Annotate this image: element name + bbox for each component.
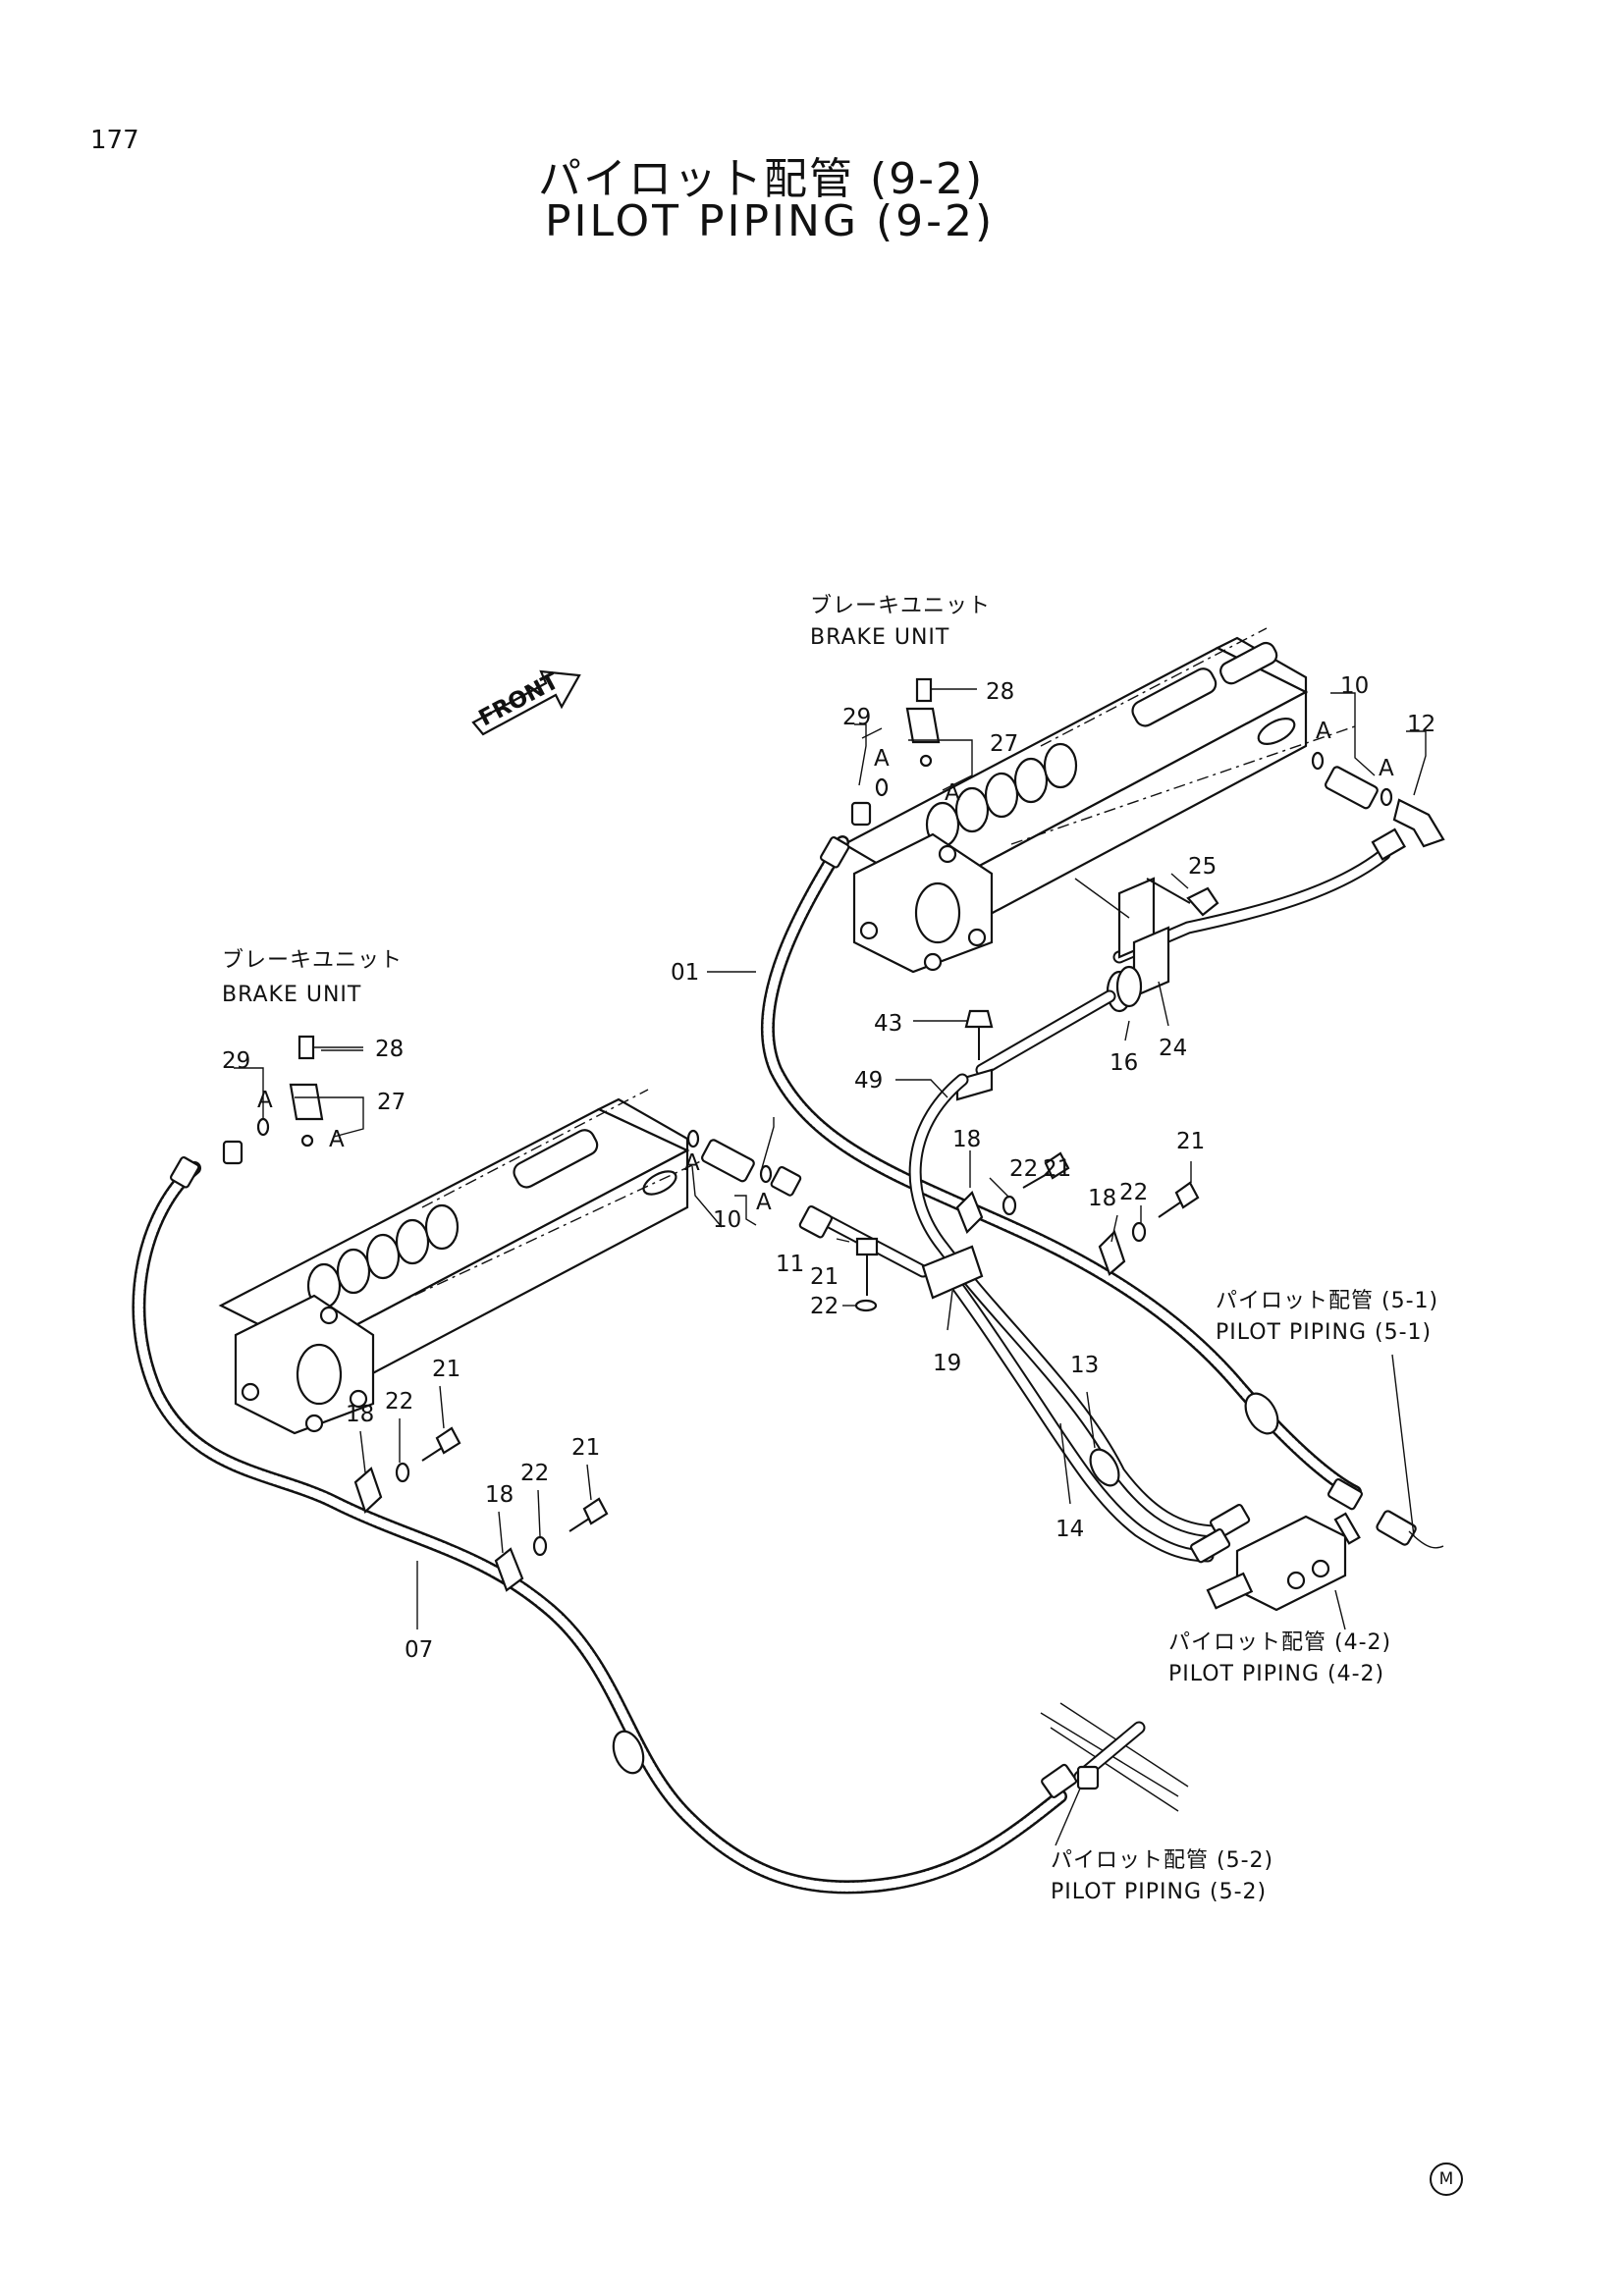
part-label-13: 13 [1070,1353,1099,1378]
bolt-21-d [421,1426,461,1462]
bolt-21-c [855,1237,879,1296]
adapter-10-left [686,1129,802,1197]
detail-a-marker: A [756,1190,772,1215]
part-label-19: 19 [933,1351,961,1376]
piston-rings-right [925,641,1278,848]
pipe-5-1-end [1376,1510,1444,1549]
brake-unit-right [841,627,1356,974]
part-label-18: 18 [485,1482,514,1508]
part-label-21: 21 [432,1357,460,1382]
part-label-22: 22 [1009,1156,1038,1182]
part-label-22: 22 [520,1461,549,1486]
svg-text:パイロット配管 (4-2): パイロット配管 (4-2) [1168,1630,1391,1655]
part-label-22: 22 [810,1294,839,1319]
detail-a-marker: A [329,1127,345,1152]
fitting-28-right [905,677,977,768]
bolt-43 [964,1009,994,1060]
part-label-18: 18 [346,1402,374,1427]
front-label: FRONT [475,668,564,731]
clamp-18-right-b [1098,1229,1126,1276]
svg-text:PILOT PIPING (5-1): PILOT PIPING (5-1) [1216,1320,1432,1345]
part-label-14: 14 [1056,1517,1084,1542]
bolt-21-a [1022,1151,1070,1189]
leader-lines [234,692,1427,1846]
part-label-22: 22 [1119,1180,1148,1205]
part-label-12: 12 [1407,712,1435,737]
part-label-27: 27 [990,731,1018,757]
pilot-piping-ref-5-2: パイロット配管 (5-2) PILOT PIPING (5-2) [1051,1848,1273,1904]
part-label-21: 21 [1176,1129,1205,1154]
union-16 [975,965,1143,1077]
part-label-18: 18 [952,1127,981,1152]
piston-rings-left [306,1129,599,1309]
valve-block [1189,1503,1361,1612]
fitting-28-left [289,1035,363,1148]
part-label-43: 43 [874,1011,902,1037]
svg-text:PILOT PIPING (4-2): PILOT PIPING (4-2) [1168,1662,1384,1686]
part-label-18: 18 [1088,1186,1116,1211]
svg-text:ブレーキユニット: ブレーキユニット [810,594,991,618]
pipe-5-2-end [1040,1702,1189,1812]
svg-text:パイロット配管 (5-1): パイロット配管 (5-1) [1216,1289,1438,1313]
detail-a-marker: A [945,780,960,806]
connector-29-left [222,1117,270,1165]
part-label-49: 49 [854,1068,883,1094]
part-label-25: 25 [1188,854,1217,880]
part-label-21: 21 [1043,1156,1071,1182]
clamp-18-left-b [494,1547,524,1592]
manufacturer-mark: M [1430,2163,1463,2196]
part-label-24: 24 [1159,1036,1187,1061]
detail-a-marker: A [1379,756,1394,781]
part-label-22: 22 [385,1389,413,1415]
pilot-piping-ref-5-1: パイロット配管 (5-1) PILOT PIPING (5-1) [1216,1289,1438,1345]
bracket-24 [1074,877,1170,998]
clamp-18-left-a [353,1467,383,1514]
detail-a-marker: A [874,746,890,772]
part-label-07: 07 [405,1637,433,1663]
svg-text:パイロット配管 (5-2): パイロット配管 (5-2) [1051,1848,1273,1873]
part-label-01: 01 [671,960,699,986]
detail-a-marker: A [257,1088,273,1113]
clamp-18-right-a [955,1191,984,1234]
brake-unit-left [218,1089,708,1435]
part-label-10: 10 [713,1207,741,1233]
clamp-19 [921,1245,984,1300]
bolt-21-b [1158,1181,1200,1218]
brake-unit-label-left: ブレーキユニット BRAKE UNIT [222,948,403,1007]
adapter-10-right [1311,751,1379,810]
front-arrow-icon: FRONT [471,668,581,736]
part-label-10: 10 [1340,673,1369,699]
part-label-21: 21 [571,1435,600,1461]
part-label-29: 29 [222,1048,250,1074]
brake-unit-label-right: ブレーキユニット BRAKE UNIT [810,594,991,650]
svg-text:PILOT PIPING (5-2): PILOT PIPING (5-2) [1051,1880,1267,1904]
svg-text:BRAKE UNIT: BRAKE UNIT [222,983,361,1007]
part-label-16: 16 [1110,1050,1138,1076]
part-label-11: 11 [776,1252,804,1277]
part-label-29: 29 [842,705,871,730]
detail-a-marker: A [1316,719,1331,744]
part-label-28: 28 [986,679,1014,705]
pilot-piping-ref-4-2: パイロット配管 (4-2) PILOT PIPING (4-2) [1168,1630,1391,1686]
detail-a-marker: A [684,1150,700,1176]
part-label-27: 27 [377,1090,406,1115]
connector-29-right [850,777,889,827]
page-number: 177 [90,126,139,155]
elbow-12 [1380,787,1445,848]
page-title-japanese: パイロット配管 (9-2) [538,154,985,204]
svg-text:ブレーキユニット: ブレーキユニット [222,948,403,973]
bolt-25 [1146,878,1219,917]
page-title: PILOT PIPING (9-2) [545,196,996,246]
bolt-21-e [568,1497,609,1532]
part-label-28: 28 [375,1037,404,1062]
part-label-21: 21 [810,1264,839,1290]
svg-text:BRAKE UNIT: BRAKE UNIT [810,625,949,650]
